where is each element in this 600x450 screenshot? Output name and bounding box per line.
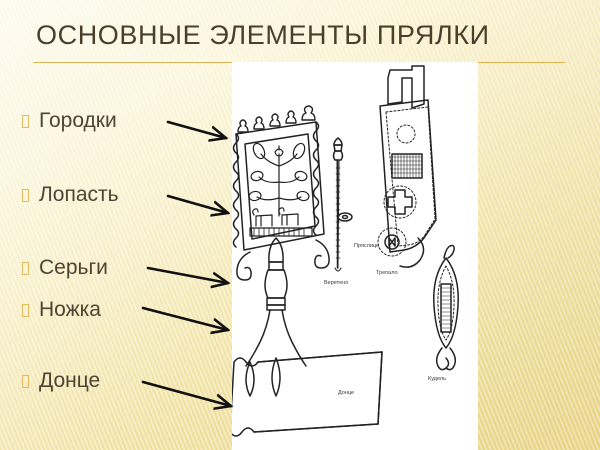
page-title: ОСНОВНЫЕ ЭЛЕМЕНТЫ ПРЯЛКИ: [36, 20, 490, 50]
blade-right-scallop: [312, 121, 320, 236]
arrow-lopast: [166, 194, 228, 213]
blade-inner-frame: [244, 133, 316, 240]
bullet-label: Городки: [39, 109, 117, 132]
pryaslitse-whorl: [337, 212, 353, 222]
tree-of-life-carving: [248, 142, 313, 237]
gorodki-finials: [237, 105, 316, 133]
dontse-board: [232, 351, 383, 437]
caption-pryaslitse: Пряслице: [354, 243, 379, 249]
trepalo-beater: [377, 65, 437, 268]
diagram-captions: Трепало Пряслице Веретено Донце Кудель: [324, 243, 446, 396]
caption-kudel: Кудель: [428, 376, 446, 382]
box-bullet-icon: [22, 303, 29, 317]
box-bullet-icon: [22, 374, 29, 388]
box-bullet-icon: [22, 188, 29, 202]
bullet-item-dontse: Донце: [22, 368, 100, 394]
bullet-label: Ножка: [39, 298, 101, 321]
arrow-sergi: [146, 266, 228, 283]
kudel-bundle: [433, 244, 459, 371]
blade-outer-frame: [235, 121, 325, 251]
arrow-gorodki: [166, 120, 226, 138]
sergi-side-scrolls: [236, 239, 330, 281]
bullet-item-gorodki: Городки: [22, 108, 117, 134]
arrow-dontse: [141, 380, 231, 406]
bullet-label: Лопасть: [39, 183, 119, 206]
illustration-panel: Трепало Пряслице Веретено Донце Кудель: [232, 62, 478, 450]
box-bullet-icon: [22, 261, 29, 275]
caption-dontse: Донце: [338, 390, 354, 396]
veretono-spindle: [332, 137, 344, 272]
bullet-item-sergi: Серьги: [22, 255, 108, 281]
bullet-label: Донце: [39, 369, 101, 392]
bullet-item-lopast: Лопасть: [22, 182, 119, 208]
bullet-item-nozhka: Ножка: [22, 297, 101, 323]
caption-trepalo: Трепало: [376, 270, 398, 276]
spinning-wheel-diagram: Трепало Пряслице Веретено Донце Кудель: [232, 65, 459, 437]
bullet-label: Серьги: [39, 256, 108, 279]
caption-veretono: Веретено: [324, 280, 348, 286]
nozhka-leg: [245, 237, 307, 367]
dontse-feet: [245, 357, 281, 397]
box-bullet-icon: [22, 114, 29, 128]
blade-left-scallop: [232, 133, 240, 248]
arrow-nozhka: [141, 306, 228, 330]
